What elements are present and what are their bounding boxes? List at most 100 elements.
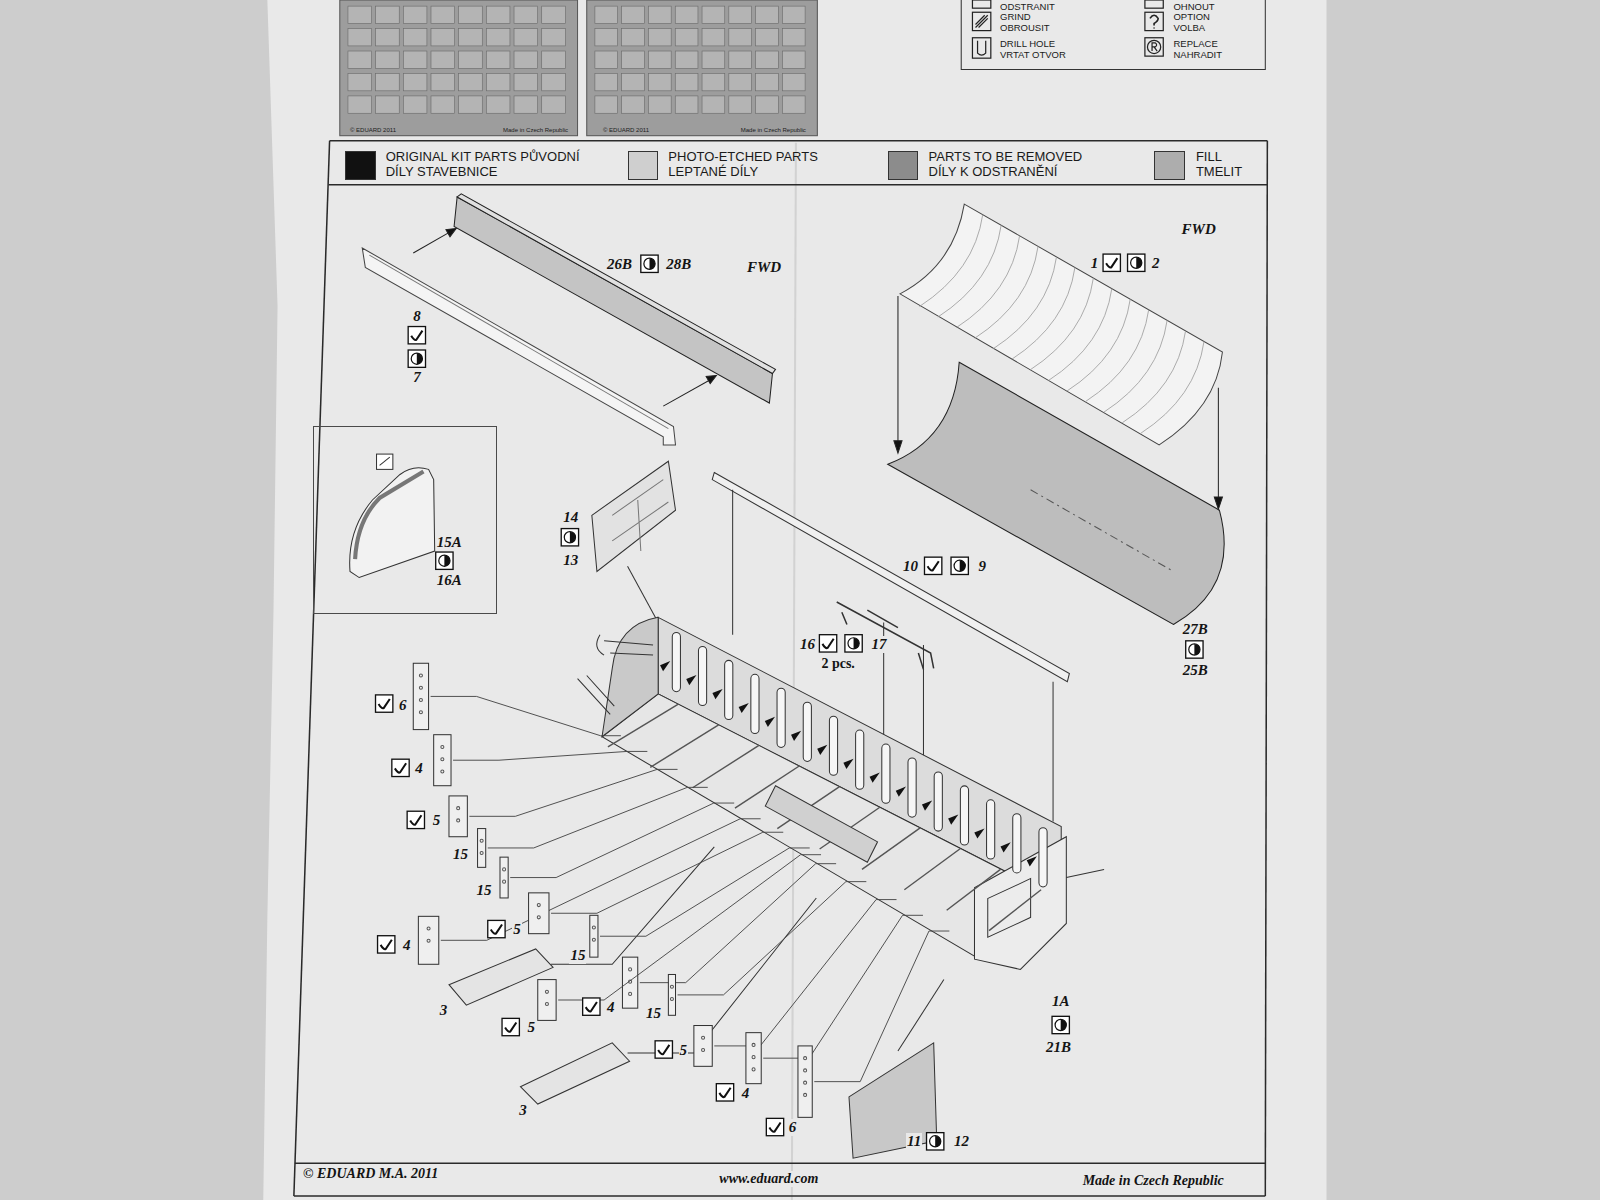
fret-part (486, 6, 510, 23)
fret-part (595, 73, 618, 90)
inset-box: 15A16A (313, 426, 497, 615)
fret-part (459, 73, 483, 90)
fret-part (542, 73, 566, 90)
bend-icon (716, 1084, 733, 1101)
floor-crossbar (904, 848, 960, 889)
replace-icon (1186, 641, 1203, 658)
rib (1013, 814, 1021, 873)
fret-part (514, 73, 538, 90)
fret-part (756, 29, 779, 46)
leader-line (551, 847, 816, 1053)
fret-part (376, 73, 400, 90)
pe-part-hole (804, 1081, 807, 1084)
assembly-arrow (948, 814, 958, 824)
fret-part (675, 51, 698, 68)
option-icon (377, 454, 393, 469)
fret-part (348, 6, 372, 23)
callout-number: 1A (1051, 993, 1071, 1010)
pe-part-hole (592, 938, 595, 941)
fret-part (782, 96, 805, 113)
fret-part (756, 73, 779, 90)
pe-part-hole (752, 1068, 755, 1071)
pe-part-hole (804, 1057, 807, 1060)
leader-line (510, 803, 734, 877)
pe-part (449, 796, 467, 837)
option-icon (380, 457, 390, 465)
pe-part (668, 974, 675, 1015)
callout-number: 15 (569, 947, 586, 964)
callout-number: 15 (645, 1005, 662, 1022)
pe-part-hole (670, 997, 673, 1000)
panel-rib (975, 246, 1038, 338)
fret-part (622, 29, 645, 46)
rib (882, 744, 890, 803)
leader-line (453, 751, 647, 760)
floor-crossbar (650, 725, 718, 768)
pe-part-hole (480, 852, 483, 855)
rib (960, 786, 968, 845)
bend-icon (819, 635, 836, 652)
assembly-arrow (870, 773, 880, 783)
fret-part (486, 51, 510, 68)
quantity-note: 2 pcs. (820, 656, 855, 672)
fret-part (403, 96, 427, 113)
pe-part-hole (419, 686, 422, 689)
fret-part (459, 51, 483, 68)
bend-icon (392, 759, 409, 776)
inset-part-edge (355, 471, 423, 559)
paper-sheet (263, 0, 1326, 1200)
bend-icon (488, 920, 505, 937)
pe-strip (712, 472, 1069, 681)
replace-icon (845, 635, 862, 652)
callout-number: 14 (562, 509, 579, 526)
fret-part (403, 73, 427, 90)
callout-number: 17 (870, 636, 887, 653)
panel-rib (938, 225, 1001, 317)
fret-part (348, 51, 372, 68)
rib (829, 716, 837, 775)
footer-text: www.eduard.com (718, 1171, 819, 1187)
fret-part (729, 29, 752, 46)
bend-icon (376, 695, 393, 712)
assembly-arrows (894, 296, 1223, 509)
pe-ladder (520, 1043, 629, 1104)
rib (856, 730, 864, 789)
fret-part (729, 96, 752, 113)
bend-icon (655, 1041, 672, 1058)
fret-part (514, 96, 538, 113)
panel-rib (1012, 267, 1075, 359)
replace-icon (1052, 1016, 1069, 1033)
pe-part-hole (752, 1056, 755, 1059)
assembly-arrow (843, 759, 853, 769)
pe-part (694, 1026, 712, 1067)
fret-detail (595, 6, 805, 113)
rib (1039, 828, 1047, 887)
callout-number: 26B (606, 256, 633, 273)
fret-part (675, 96, 698, 113)
assembly-arrow (1001, 842, 1011, 852)
fret-part (542, 96, 566, 113)
fret-part (622, 51, 645, 68)
bend-icon (408, 327, 425, 344)
fret-text: Made in Czech Republic (740, 127, 807, 133)
fret-part (729, 73, 752, 90)
callout-number: 6 (398, 697, 408, 714)
fold-line (792, 143, 796, 1200)
callout-number: 16A (436, 572, 463, 589)
bend-icon (502, 1018, 519, 1035)
fret-part (431, 6, 455, 23)
pe-part-hole (702, 1048, 705, 1051)
pe-part-hole (545, 1003, 548, 1006)
pe-part-hole (427, 927, 430, 930)
callout-number: 6 (788, 1119, 798, 1136)
pe-part-hole (441, 770, 444, 773)
pe-part (529, 893, 549, 934)
fret-part (756, 96, 779, 113)
callout-number: 13 (562, 552, 579, 569)
leader-line (441, 819, 761, 941)
pe-part-hole (457, 807, 460, 810)
fret-part (782, 29, 805, 46)
fret-part (595, 96, 618, 113)
rib (751, 674, 759, 733)
legend-swatch (888, 151, 919, 180)
